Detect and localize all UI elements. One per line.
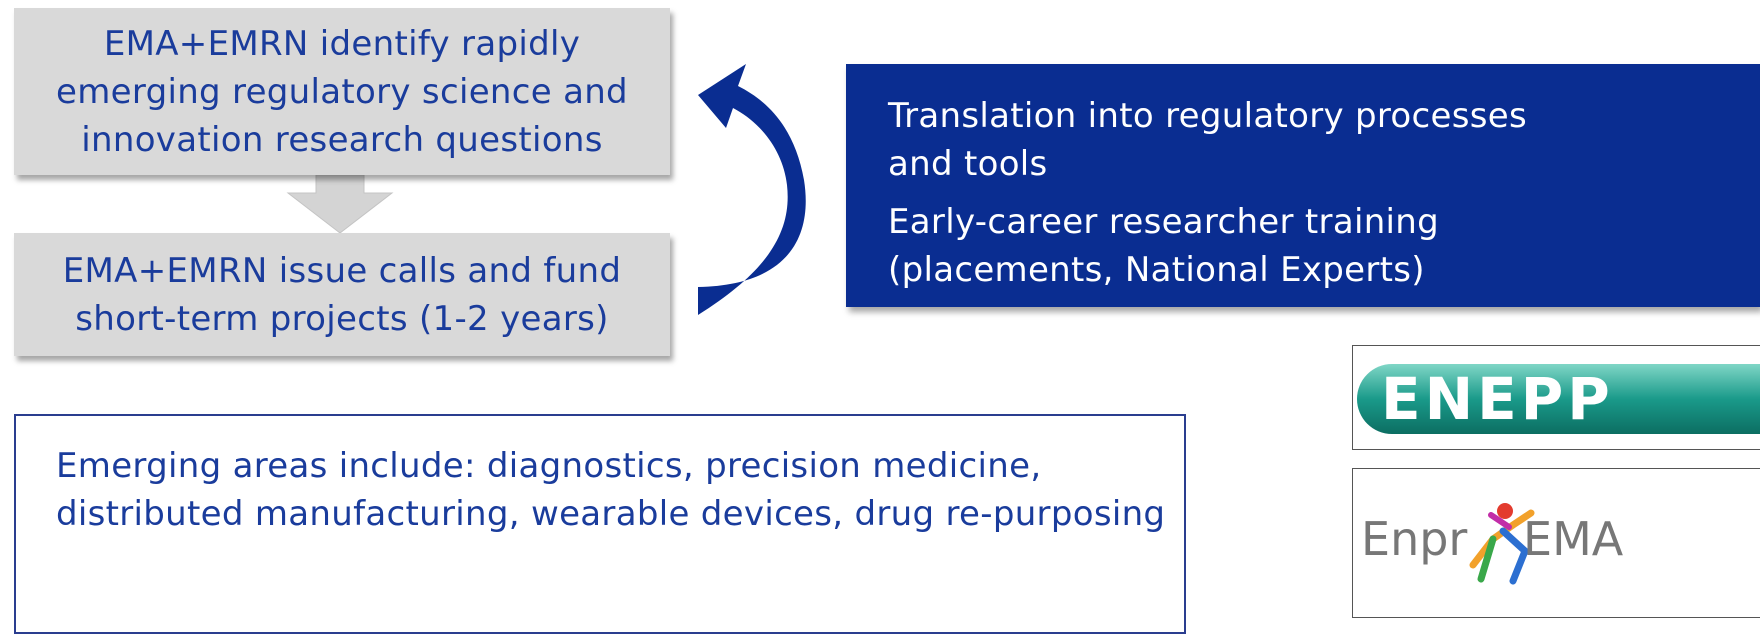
outcome-training-line1: Early-career researcher training: [888, 202, 1440, 242]
emerging-areas-text: Emerging areas include: diagnostics, pre…: [56, 446, 1166, 534]
enpr-ema-logo-graphic: Enpr EMA: [1361, 503, 1624, 585]
emerging-areas-box: Emerging areas include: diagnostics, pre…: [14, 414, 1186, 634]
identify-questions-box: EMA+EMRN identify rapidly emerging regul…: [14, 8, 670, 175]
outcome-translation-line2: and tools: [888, 144, 1048, 184]
svg-text:ENEPP: ENEPP: [1381, 365, 1614, 433]
svg-text:EMA: EMA: [1523, 512, 1624, 566]
issue-calls-box: EMA+EMRN issue calls and fund short-term…: [14, 233, 670, 356]
enpr-ema-logo: Enpr EMA: [1352, 468, 1760, 618]
identify-questions-text: EMA+EMRN identify rapidly emerging regul…: [56, 23, 628, 160]
down-arrow: [286, 174, 394, 234]
outcome-translation-line1: Translation into regulatory processes: [888, 96, 1527, 136]
issue-calls-text: EMA+EMRN issue calls and fund short-term…: [62, 250, 622, 339]
outcome-training-line2: (placements, National Experts): [888, 250, 1425, 290]
diagram-shapes: [286, 64, 806, 315]
outcomes-box: Translation into regulatory processes an…: [846, 64, 1760, 307]
cycle-arrow: [698, 64, 806, 315]
enepp-logo-graphic: ENEPP: [1357, 364, 1760, 434]
enepp-logo: ENEPP: [1352, 345, 1760, 450]
svg-text:Enpr: Enpr: [1361, 512, 1467, 566]
